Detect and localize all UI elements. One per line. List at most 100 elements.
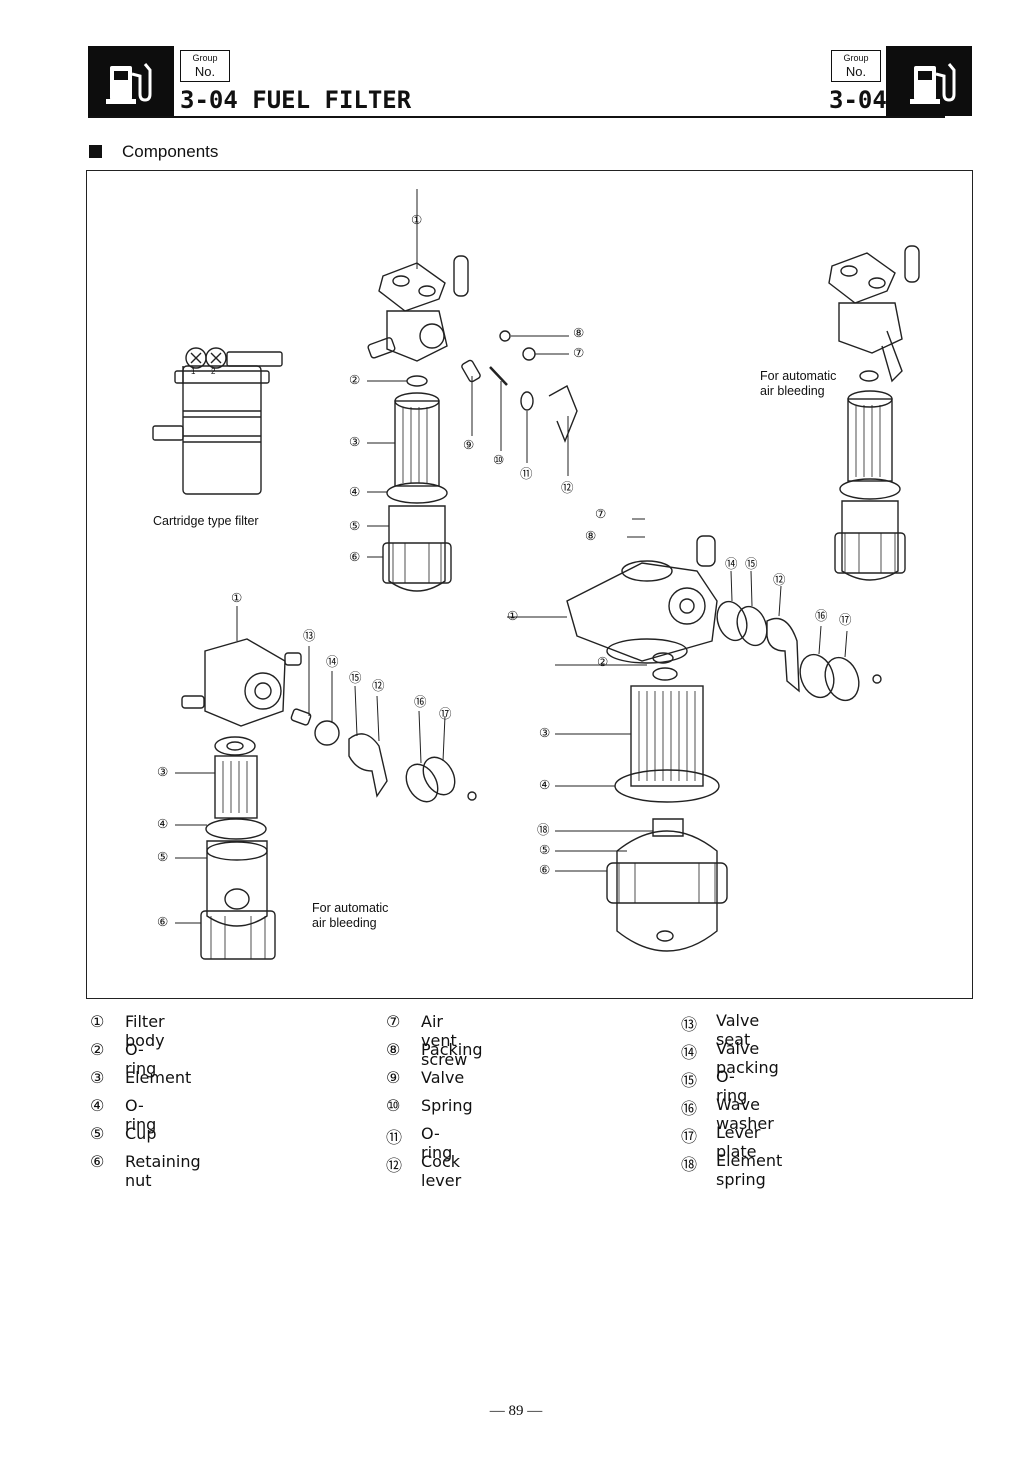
legend-label: O-ring	[716, 1067, 748, 1105]
group-label-right: Group	[843, 53, 869, 63]
legend-number: ②	[90, 1040, 105, 1059]
legend-number: ⑧	[386, 1040, 401, 1059]
page-number: — 89 —	[489, 1403, 543, 1419]
callout-1: ①	[411, 213, 423, 227]
legend-label: Wave washer	[716, 1095, 774, 1133]
callout-5-mid: ⑤	[157, 850, 169, 864]
callout-16-mid: ⑯	[414, 695, 427, 709]
callout-12-lower: ⑫	[773, 573, 786, 587]
callout-12-mid: ⑫	[372, 679, 385, 693]
legend-number: ⑦	[386, 1012, 401, 1031]
fuel-pump-icon-right	[886, 46, 972, 116]
legend-number: ⑪	[386, 1128, 403, 1147]
legend-number: ⑱	[681, 1155, 698, 1174]
page-title: 3-04 FUEL FILTER	[180, 86, 412, 114]
legend-number: ④	[90, 1096, 105, 1115]
callout-18-lower: ⑱	[537, 823, 550, 837]
legend-number: ⑰	[681, 1127, 698, 1146]
filter-assembly-lower-right	[507, 518, 882, 952]
callout-15-lower: ⑮	[745, 557, 758, 571]
callout-13-mid: ⑬	[303, 629, 316, 643]
exploded-view-drawing	[152, 189, 920, 960]
callout-9: ⑨	[463, 438, 475, 452]
group-number-box-left: Group No.	[180, 50, 230, 82]
callout-8-lower: ⑧	[585, 529, 597, 543]
legend-label: Cup	[125, 1124, 157, 1143]
legend-label: O-ring	[421, 1124, 453, 1162]
cartridge-mark-2: 2	[211, 367, 216, 376]
filter-assembly-mid-left	[175, 606, 477, 960]
legend-number: ⑨	[386, 1068, 401, 1087]
group-code-right: 3-04	[829, 86, 887, 114]
callout-14-mid: ⑭	[326, 655, 339, 669]
cartridge-filter-caption: Cartridge type filter	[153, 514, 259, 528]
callout-6: ⑥	[349, 550, 361, 564]
callout-4-mid: ④	[157, 817, 169, 831]
callout-3: ③	[349, 435, 361, 449]
legend-label: Lever plate	[716, 1123, 761, 1161]
legend-number: ⑮	[681, 1071, 698, 1090]
legend-label: Element	[125, 1068, 192, 1087]
auto-bleeding-caption-bottom-line2: air bleeding	[312, 916, 377, 930]
legend-label: Packing	[421, 1040, 483, 1059]
callout-8: ⑧	[573, 326, 585, 340]
legend-number: ③	[90, 1068, 105, 1087]
header-rule	[88, 116, 945, 118]
callout-3-mid: ③	[157, 765, 169, 779]
auto-bleeding-caption-top-line1: For automatic	[760, 369, 837, 383]
legend-number: ⑫	[386, 1156, 403, 1175]
callout-7: ⑦	[573, 346, 585, 360]
auto-bleeding-caption-top-line2: air bleeding	[760, 384, 825, 398]
components-diagram: Cartridge type filter For automatic air …	[86, 170, 973, 999]
legend-number: ①	[90, 1012, 105, 1031]
auto-bleeding-caption-bottom-line1: For automatic	[312, 901, 389, 915]
legend-label: Valve packing	[716, 1039, 779, 1077]
section-bullet	[89, 145, 102, 158]
legend-number: ⑭	[681, 1043, 698, 1062]
callout-1-lower: ①	[507, 609, 519, 623]
callout-14-lower: ⑭	[725, 557, 738, 571]
cartridge-filter-illustration	[152, 347, 283, 495]
legend-label: Valve	[421, 1068, 465, 1087]
legend-number: ⑯	[681, 1099, 698, 1118]
auto-bleed-assembly-top-right	[828, 245, 920, 581]
legend-label: Cock lever	[421, 1152, 462, 1190]
legend-label: Element spring	[716, 1151, 783, 1189]
legend-label: Air vent screw	[421, 1012, 468, 1069]
callout-17-mid: ⑰	[439, 707, 452, 721]
legend-label: Spring	[421, 1096, 473, 1115]
legend-label: Retaining nut	[125, 1152, 201, 1190]
legend-label: O-ring	[125, 1040, 157, 1078]
callout-6-mid: ⑥	[157, 915, 169, 929]
callout-7-lower: ⑦	[595, 507, 607, 521]
legend-label: Filter body	[125, 1012, 165, 1050]
filter-assembly-top	[367, 189, 578, 592]
callout-12: ⑫	[561, 481, 574, 495]
group-label: Group	[192, 53, 218, 63]
callout-15-mid: ⑮	[349, 671, 362, 685]
callout-2-lower: ②	[597, 655, 609, 669]
callout-1-mid: ①	[231, 591, 243, 605]
callout-4: ④	[349, 485, 361, 499]
fuel-pump-icon-left	[88, 46, 174, 116]
legend-number: ⑬	[681, 1015, 698, 1034]
callout-4-lower: ④	[539, 778, 551, 792]
section-title: Components	[122, 142, 219, 161]
callout-11: ⑪	[520, 467, 533, 481]
group-number-box-right: Group No.	[831, 50, 881, 82]
cartridge-mark-1: 1	[191, 367, 196, 376]
callout-3-lower: ③	[539, 726, 551, 740]
legend-label: Valve seat	[716, 1011, 760, 1049]
legend-number: ⑤	[90, 1124, 105, 1143]
callout-17-lower: ⑰	[839, 613, 852, 627]
no-label-right: No.	[845, 64, 867, 79]
no-label: No.	[194, 64, 216, 79]
legend-label: O-ring	[125, 1096, 157, 1134]
legend-number: ⑩	[386, 1096, 401, 1115]
legend-number: ⑥	[90, 1152, 105, 1171]
callout-10: ⑩	[493, 453, 505, 467]
callout-6-lower: ⑥	[539, 863, 551, 877]
callout-16-lower: ⑯	[815, 609, 828, 623]
callout-5-lower: ⑤	[539, 843, 551, 857]
callout-5: ⑤	[349, 519, 361, 533]
